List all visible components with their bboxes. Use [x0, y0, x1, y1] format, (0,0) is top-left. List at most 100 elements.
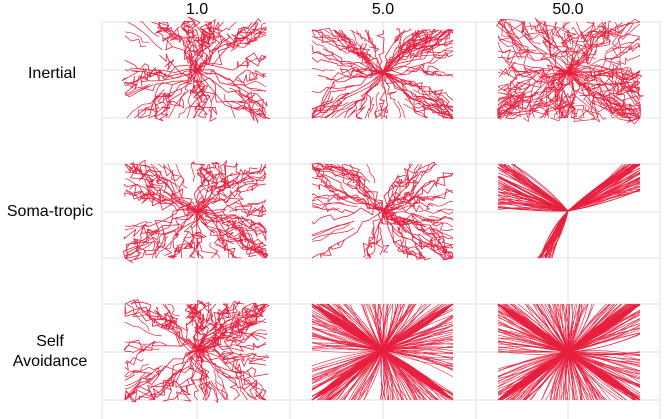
dendrite-branch: [382, 210, 454, 245]
dendrite-branch: [237, 54, 267, 68]
dendrite-tip: [406, 163, 419, 189]
dendrite-branch: [382, 71, 388, 119]
dendrite-branch: [567, 71, 590, 119]
dendrite-branch: [196, 304, 227, 351]
dendrite-tip: [225, 344, 267, 348]
dendrite-branch: [196, 70, 208, 119]
dendrite-branch: [382, 29, 448, 73]
dendrite-tip: [233, 370, 248, 401]
dendrite-tip: [124, 240, 154, 256]
dendrite-branch: [528, 71, 569, 117]
dendrite-tip: [311, 206, 340, 211]
dendrite-branch: [420, 225, 454, 259]
dendrite-branch: [382, 28, 401, 73]
dendrite-branch: [497, 351, 569, 400]
dendrite-branch: [607, 69, 643, 79]
dendrite-branch: [126, 210, 198, 255]
dendrite-branch: [567, 21, 620, 73]
dendrite-tip: [124, 31, 150, 43]
dendrite-branch: [196, 349, 258, 401]
dendrite-branch: [611, 69, 641, 90]
dendrite-branch: [188, 68, 216, 103]
dendrite-branch: [382, 349, 454, 366]
dendrite-branch: [567, 351, 641, 388]
dendrite-branch: [382, 343, 454, 351]
dendrite-branch: [501, 187, 569, 212]
dendrite-branch: [201, 21, 214, 43]
dendrite-branch: [382, 349, 442, 401]
dendrite-branch: [124, 225, 163, 252]
dendrite-branch: [567, 66, 641, 91]
dendrite-branch: [124, 69, 198, 90]
dendrite-branch: [423, 90, 454, 101]
dendrite-branch: [148, 64, 198, 81]
dendrite-branch: [497, 71, 569, 120]
dendrite-branch: [236, 69, 267, 84]
dendrite-tip: [196, 163, 203, 177]
column-label-1: 1.0: [186, 1, 208, 18]
dendrite-branch: [382, 349, 454, 360]
dendrite-branch: [142, 309, 172, 330]
dendrite-branch: [137, 94, 174, 119]
dendrite-branch: [497, 19, 536, 54]
dendrite-tip: [356, 29, 366, 43]
dendrite-branch: [124, 345, 153, 371]
dendrite-tip: [497, 100, 532, 116]
dendrite-branch: [382, 349, 393, 401]
dendrite-branch: [382, 71, 452, 119]
dendrite-branch: [567, 351, 634, 401]
dendrite-branch: [497, 19, 569, 73]
dendrite-branch: [196, 302, 259, 351]
dendrite-tip: [124, 190, 162, 198]
dendrite-branch: [499, 65, 569, 85]
dendrite-branch: [134, 88, 182, 119]
dendrite-tip: [538, 95, 552, 119]
dendrite-branch: [382, 51, 449, 73]
dendrite-tip: [563, 21, 569, 46]
dendrite-tip: [420, 163, 438, 176]
dendrite-tip: [497, 35, 526, 58]
dendrite-branch: [382, 210, 454, 249]
dendrite-branch: [567, 303, 611, 353]
dendrite-branch: [311, 349, 384, 401]
dendrite-tip: [208, 386, 219, 401]
dendrite-branch: [238, 370, 267, 401]
dendrite-tip: [232, 352, 267, 357]
dendrite-branch: [567, 351, 641, 364]
dendrite-branch: [417, 234, 454, 260]
dendrite-branch: [564, 303, 569, 353]
dendrite-branch: [196, 27, 267, 71]
dendrite-tip: [247, 198, 267, 205]
dendrite-branch: [567, 309, 641, 353]
dendrite-tip: [126, 89, 165, 119]
dendrite-branch: [567, 36, 641, 73]
dendrite-tip: [214, 382, 229, 401]
dendrite-branch: [194, 299, 206, 333]
dendrite-branch: [346, 71, 384, 119]
dendrite-tip: [616, 54, 641, 65]
dendrite-tip: [124, 373, 153, 387]
dendrite-branch: [205, 301, 218, 329]
dendrite-tip: [311, 40, 334, 53]
dendrite-tip: [568, 102, 574, 119]
dendrite-branch: [319, 210, 384, 259]
dendrite-branch: [540, 303, 569, 353]
dendrite-branch: [311, 349, 384, 387]
dendrite-tip: [124, 365, 163, 377]
dendrite-tip: [240, 207, 267, 214]
dendrite-tip: [617, 38, 641, 50]
dendrite-tip: [311, 35, 348, 54]
dendrite-tip: [311, 168, 360, 181]
dendrite-branch: [511, 163, 569, 212]
dendrite-tip: [124, 221, 152, 231]
dendrite-branch: [605, 33, 640, 65]
dendrite-branch: [222, 356, 245, 379]
column-label-2: 5.0: [372, 1, 394, 18]
dendrite-tip: [124, 363, 150, 378]
dendrite-branch: [196, 69, 267, 119]
dendrite-tip: [430, 228, 454, 240]
dendrite-tip: [155, 242, 172, 259]
dendrite-branch: [146, 174, 172, 202]
dendrite-branch: [196, 21, 223, 71]
dendrite-tip: [520, 21, 533, 39]
